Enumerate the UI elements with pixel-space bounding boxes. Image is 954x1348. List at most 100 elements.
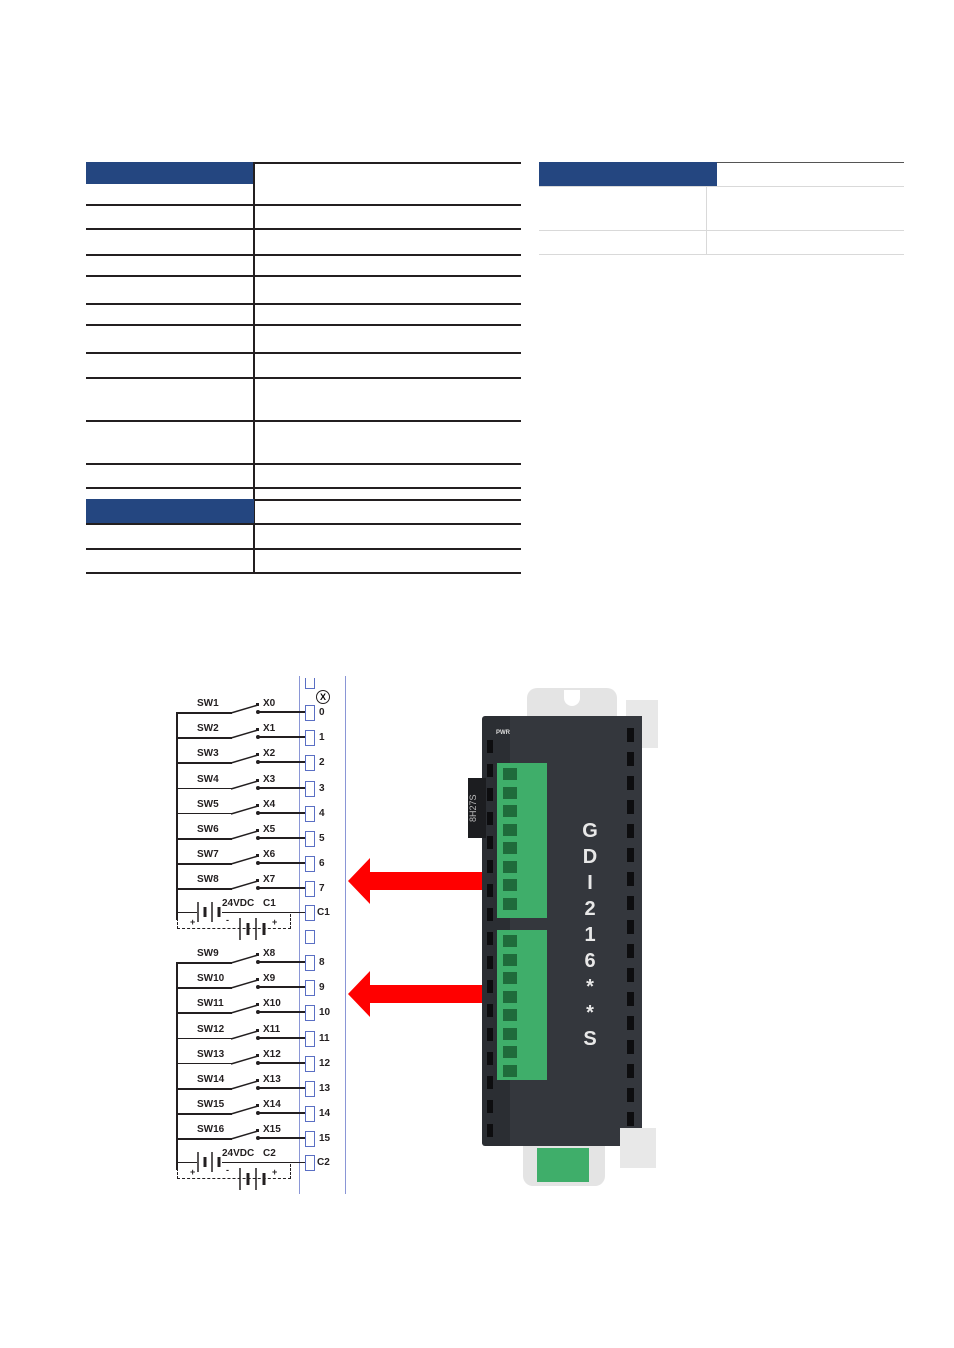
input-label: X14 xyxy=(263,1099,281,1111)
input-label: X4 xyxy=(263,798,276,810)
switch-icon xyxy=(230,829,259,840)
terminal-blank xyxy=(305,678,315,689)
switch-label: SW8 xyxy=(197,874,219,886)
input-label: X13 xyxy=(263,1074,281,1085)
switch-icon xyxy=(230,703,259,714)
switch-label: SW10 xyxy=(197,973,225,985)
switch-icon xyxy=(230,953,259,964)
terminal-screw xyxy=(305,780,315,797)
switch-icon xyxy=(230,1003,259,1015)
terminal-blank xyxy=(305,930,315,944)
terminal-screw xyxy=(305,755,315,772)
input-label: X10 xyxy=(263,998,281,1010)
terminal-screw xyxy=(305,881,315,898)
power-connector xyxy=(537,1148,589,1182)
terminal-number: 6 xyxy=(319,858,325,870)
switch-label: SW1 xyxy=(197,698,219,709)
terminal-screw xyxy=(305,730,315,747)
switch-label: SW13 xyxy=(197,1048,225,1060)
switch-label: SW15 xyxy=(197,1099,225,1111)
terminal-screw xyxy=(305,1005,315,1022)
terminal-number: 8 xyxy=(319,957,325,968)
terminal-screw xyxy=(305,955,315,971)
terminal-number: 3 xyxy=(319,782,325,794)
pwr-label: PWR xyxy=(496,730,510,736)
input-label: X6 xyxy=(263,849,276,861)
input-label: X2 xyxy=(263,748,276,760)
input-label: X11 xyxy=(263,1023,281,1035)
input-label: X3 xyxy=(263,773,276,785)
terminal-screw xyxy=(305,1081,315,1097)
terminal-common-label: C2 xyxy=(317,1156,330,1168)
terminal-number: 4 xyxy=(319,807,325,819)
terminal-screw xyxy=(305,980,315,997)
terminal-screw xyxy=(305,1055,315,1072)
input-label: X8 xyxy=(263,948,276,959)
switch-icon xyxy=(230,753,259,765)
supply-label: 24VDC xyxy=(222,897,255,909)
terminal-screw xyxy=(305,856,315,873)
input-label: X5 xyxy=(263,824,276,835)
terminal-number: 2 xyxy=(319,757,325,769)
arrow-left-icon xyxy=(348,858,483,904)
table-header-cell xyxy=(86,162,254,184)
battery-icon xyxy=(197,1151,221,1172)
terminal-screw xyxy=(305,705,315,721)
switch-label: SW2 xyxy=(197,723,219,735)
switch-label: SW12 xyxy=(197,1023,225,1035)
terminal-number: 15 xyxy=(319,1133,331,1145)
switch-icon xyxy=(230,978,259,989)
terminal-x-label: X xyxy=(316,690,330,704)
terminal-common-label: C1 xyxy=(317,906,330,918)
terminal-number: 11 xyxy=(319,1032,330,1044)
terminal-number: 7 xyxy=(319,883,325,895)
switch-label: SW14 xyxy=(197,1074,225,1085)
terminal-common xyxy=(305,904,315,921)
switch-icon xyxy=(230,1053,259,1065)
switch-icon xyxy=(230,1104,259,1115)
switch-icon xyxy=(230,728,259,739)
terminal-number: 5 xyxy=(319,833,325,844)
input-label: X7 xyxy=(263,874,276,886)
terminal-number: 1 xyxy=(319,732,325,744)
switch-label: SW16 xyxy=(197,1124,225,1136)
input-label: X9 xyxy=(263,973,276,985)
terminal-screw xyxy=(305,831,315,847)
table-header-cell xyxy=(539,162,717,186)
terminal-number: 14 xyxy=(319,1108,331,1120)
switch-label: SW4 xyxy=(197,773,219,785)
switch-label: SW11 xyxy=(197,998,224,1010)
supply-label: 24VDC xyxy=(222,1147,255,1159)
input-label: X0 xyxy=(263,698,276,709)
switch-label: SW5 xyxy=(197,798,219,810)
battery-icon-alt xyxy=(239,917,266,940)
switch-icon xyxy=(230,778,259,790)
input-label: X15 xyxy=(263,1124,281,1136)
terminal-number: 12 xyxy=(319,1057,331,1069)
terminal-number: 0 xyxy=(319,707,325,718)
input-label: X12 xyxy=(263,1048,281,1060)
terminal-common xyxy=(305,1154,315,1171)
input-label: X1 xyxy=(263,723,276,735)
terminal-screw xyxy=(305,805,315,822)
switch-icon xyxy=(230,1028,259,1040)
switch-icon xyxy=(230,879,259,891)
terminal-screw xyxy=(305,1131,315,1148)
switch-icon xyxy=(230,854,259,865)
arrow-left-icon xyxy=(348,971,483,1017)
switch-label: SW6 xyxy=(197,824,219,835)
terminal-number: 10 xyxy=(319,1007,331,1019)
terminal-screw xyxy=(305,1106,315,1123)
terminal-number: 13 xyxy=(319,1083,331,1094)
common-label: C1 xyxy=(263,897,276,909)
switch-label: SW3 xyxy=(197,748,219,760)
switch-label: SW9 xyxy=(197,948,219,959)
terminal-number: 9 xyxy=(319,982,325,994)
side-label: 8H27S xyxy=(468,778,486,838)
switch-icon xyxy=(230,803,259,815)
table-section-header xyxy=(86,499,254,523)
battery-icon-alt xyxy=(239,1167,266,1190)
switch-icon xyxy=(230,1079,259,1090)
common-label: C2 xyxy=(263,1147,276,1159)
